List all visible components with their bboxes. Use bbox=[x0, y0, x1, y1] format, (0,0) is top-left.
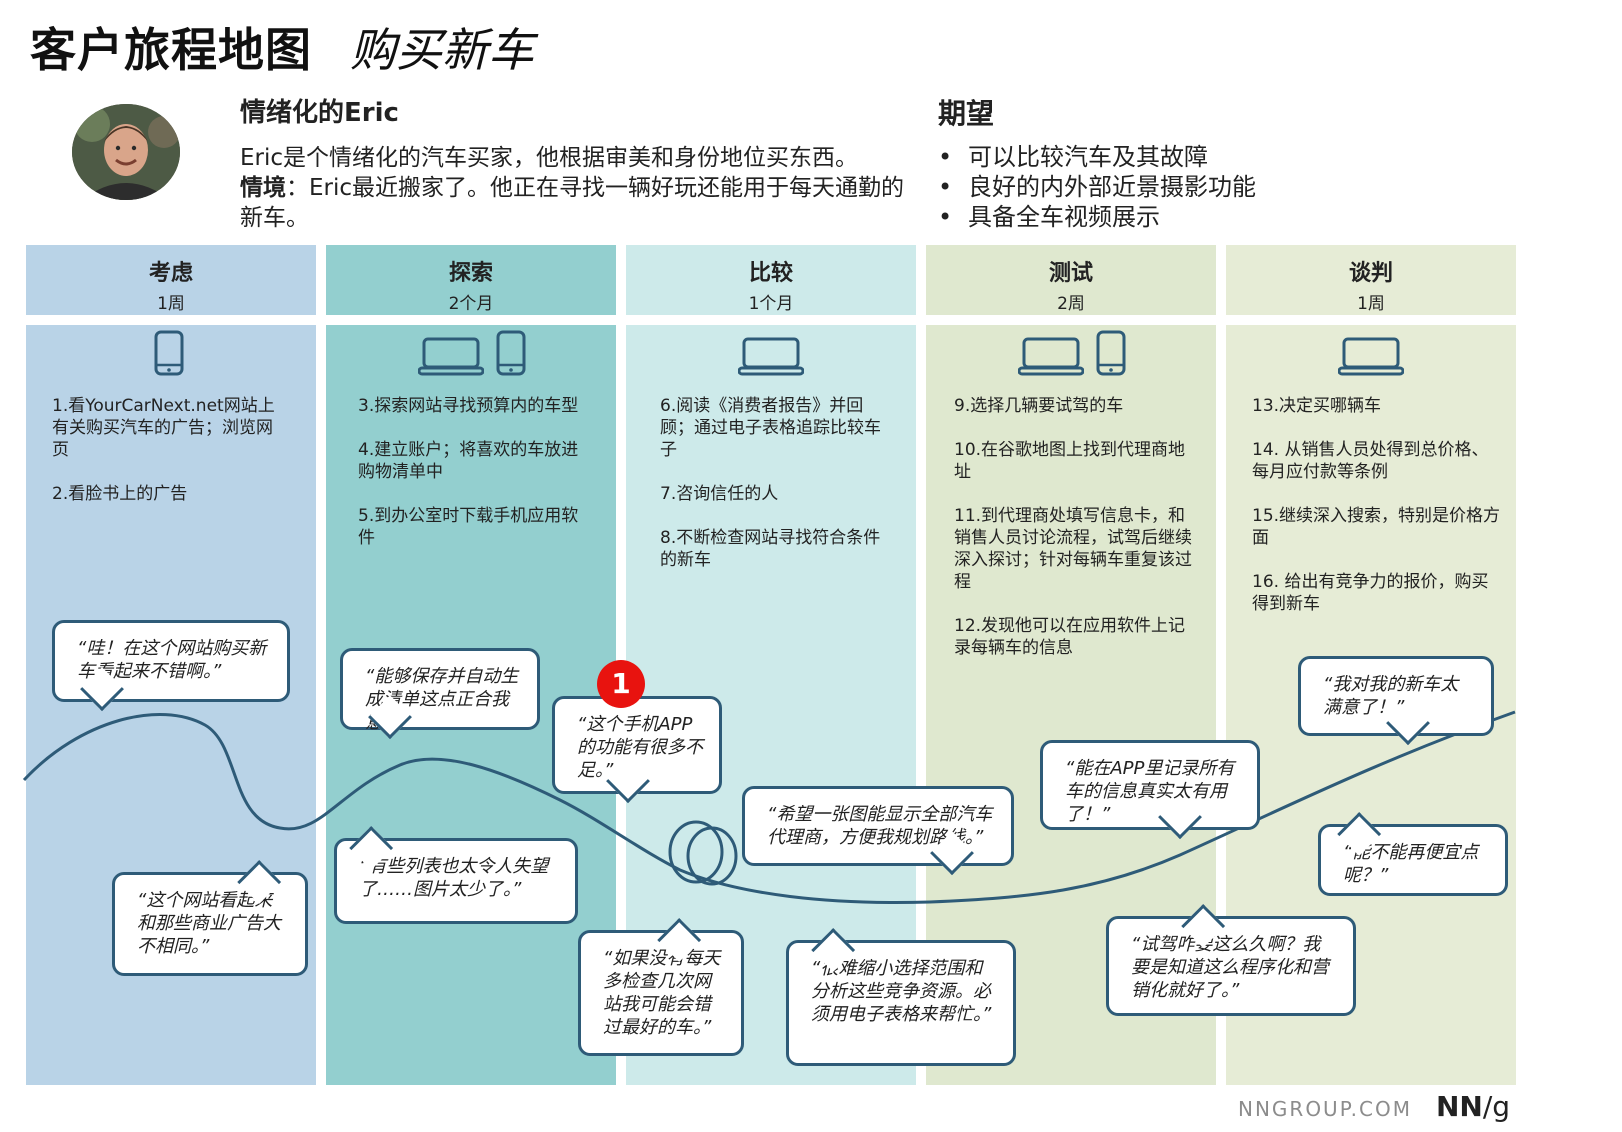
page-subtitle: 购买新车 bbox=[350, 23, 534, 77]
quote-bubble: “有些列表也太令人失望了……图片太少了。” bbox=[334, 838, 578, 924]
quote-bubble: “这个手机APP的功能有很多不足。” bbox=[552, 696, 722, 794]
quote-bubble: “能在APP里记录所有车的信息真实太有用了！” bbox=[1040, 740, 1260, 830]
step-item: 16. 给出有竞争力的报价，购买得到新车 bbox=[1252, 572, 1489, 614]
expectations-title: 期望 bbox=[938, 97, 995, 130]
scenario-label: 情境 bbox=[240, 175, 286, 201]
steps-explore: 3.探索网站寻找预算内的车型 4.建立账户；将喜欢的车放进购物清单中 5.到办公… bbox=[358, 395, 588, 571]
laptop-icon bbox=[418, 337, 484, 376]
phase-header-explore: 探索 2个月 bbox=[326, 245, 616, 315]
step-item: 15.继续深入搜索，特别是价格方面 bbox=[1252, 506, 1501, 548]
brand-logo: NN/g bbox=[1436, 1090, 1510, 1123]
expectations-list: 可以比较汽车及其故障 良好的内外部近景摄影功能 具备全车视频展示 bbox=[938, 142, 1256, 232]
phase-header-negotiate: 谈判 1周 bbox=[1226, 245, 1516, 315]
steps-consider: 1.看YourCarNext.net网站上有关购买汽车的广告；浏览网页 2.看脸… bbox=[52, 395, 277, 527]
brand-logo-bold: NN bbox=[1436, 1090, 1483, 1123]
step-item: 8.不断检查网站寻找符合条件的新车 bbox=[660, 528, 881, 570]
quote-bubble: “我对我的新车太满意了！” bbox=[1298, 656, 1494, 736]
phase-name: 测试 bbox=[1048, 261, 1093, 286]
laptop-icon bbox=[1018, 337, 1084, 376]
step-item: 14. 从销售人员处得到总价格、每月应付款等条例 bbox=[1252, 440, 1489, 482]
brand-url: NNGROUP.COM bbox=[1238, 1097, 1412, 1121]
devices-negotiate bbox=[1338, 330, 1404, 376]
step-item: 7.咨询信任的人 bbox=[660, 484, 779, 504]
phase-name: 谈判 bbox=[1348, 261, 1393, 286]
step-item: 1.看YourCarNext.net网站上有关购买汽车的广告；浏览网页 bbox=[52, 396, 275, 460]
phone-icon bbox=[154, 330, 184, 376]
step-item: 13.决定买哪辆车 bbox=[1252, 396, 1382, 416]
phase-duration: 2周 bbox=[1057, 294, 1085, 314]
persona-name: 情绪化的Eric bbox=[240, 98, 399, 128]
step-marker: 1 bbox=[597, 660, 645, 708]
devices-compare bbox=[738, 330, 804, 376]
phase-duration: 1周 bbox=[1357, 294, 1385, 314]
quote-bubble: “希望一张图能显示全部汽车代理商，方便我规划路线。” bbox=[742, 786, 1014, 866]
phase-name: 考虑 bbox=[148, 261, 193, 286]
expectation-item: 具备全车视频展示 bbox=[938, 202, 1256, 232]
devices-explore bbox=[418, 330, 526, 376]
steps-negotiate: 13.决定买哪辆车 14. 从销售人员处得到总价格、每月应付款等条例 15.继续… bbox=[1252, 395, 1504, 637]
phase-duration: 1个月 bbox=[748, 294, 794, 314]
steps-compare: 6.阅读《消费者报告》并回顾；通过电子表格追踪比较车子 7.咨询信任的人 8.不… bbox=[660, 395, 890, 593]
devices-consider bbox=[154, 330, 184, 376]
persona-photo-icon bbox=[72, 104, 180, 200]
quote-bubble: “这个网站看起来和那些商业广告大不相同。” bbox=[112, 872, 308, 976]
page-title: 客户旅程地图 bbox=[30, 23, 312, 77]
expectation-item: 可以比较汽车及其故障 bbox=[938, 142, 1256, 172]
persona-summary: Eric是个情绪化的汽车买家，他根据审美和身份地位买东西。 bbox=[240, 145, 859, 171]
step-item: 3.探索网站寻找预算内的车型 bbox=[358, 396, 579, 416]
devices-test bbox=[1018, 330, 1126, 376]
phone-icon bbox=[1096, 330, 1126, 376]
phase-name: 探索 bbox=[448, 261, 493, 286]
scenario-text: ：Eric最近搬家了。他正在寻找一辆好玩还能用于每天通勤的新车。 bbox=[240, 175, 905, 231]
quote-bubble: “试驾咋要这么久啊？我要是知道这么程序化和营销化就好了。” bbox=[1106, 916, 1356, 1016]
phone-icon bbox=[496, 330, 526, 376]
brand-logo-rest: /g bbox=[1482, 1090, 1511, 1123]
step-item: 10.在谷歌地图上找到代理商地址 bbox=[954, 440, 1186, 482]
phase-header-consider: 考虑 1周 bbox=[26, 245, 316, 315]
phase-header-test: 测试 2周 bbox=[926, 245, 1216, 315]
step-item: 9.选择几辆要试驾的车 bbox=[954, 396, 1124, 416]
step-item: 6.阅读《消费者报告》并回顾；通过电子表格追踪比较车子 bbox=[660, 396, 881, 460]
laptop-icon bbox=[738, 337, 804, 376]
step-item: 4.建立账户；将喜欢的车放进购物清单中 bbox=[358, 440, 579, 482]
quote-bubble: “能够保存并自动生成清单这点正合我意。” bbox=[340, 648, 540, 733]
steps-test: 9.选择几辆要试驾的车 10.在谷歌地图上找到代理商地址 11.到代理商处填写信… bbox=[954, 395, 1194, 681]
persona-avatar bbox=[72, 104, 180, 200]
persona-description: Eric是个情绪化的汽车买家，他根据审美和身份地位买东西。 情境：Eric最近搬… bbox=[240, 143, 920, 233]
quote-bubble: “哇！在这个网站购买新车看起来不错啊。” bbox=[52, 620, 290, 702]
quote-bubble: “如果没有每天多检查几次网站我可能会错过最好的车。” bbox=[578, 930, 744, 1056]
step-item: 11.到代理商处填写信息卡，和销售人员讨论流程，试驾后继续深入探讨；针对每辆车重… bbox=[954, 506, 1192, 592]
phase-duration: 2个月 bbox=[448, 294, 494, 314]
quote-bubble: “很难缩小选择范围和分析这些竞争资源。必须用电子表格来帮忙。” bbox=[786, 940, 1016, 1066]
expectation-item: 良好的内外部近景摄影功能 bbox=[938, 172, 1256, 202]
laptop-icon bbox=[1338, 337, 1404, 376]
phase-name: 比较 bbox=[748, 261, 793, 286]
phase-header-compare: 比较 1个月 bbox=[626, 245, 916, 315]
quote-bubble: “能不能再便宜点呢？” bbox=[1318, 824, 1508, 896]
step-item: 12.发现他可以在应用软件上记录每辆车的信息 bbox=[954, 616, 1186, 658]
step-item: 2.看脸书上的广告 bbox=[52, 484, 188, 504]
phase-duration: 1周 bbox=[157, 294, 185, 314]
step-item: 5.到办公室时下载手机应用软件 bbox=[358, 506, 579, 548]
